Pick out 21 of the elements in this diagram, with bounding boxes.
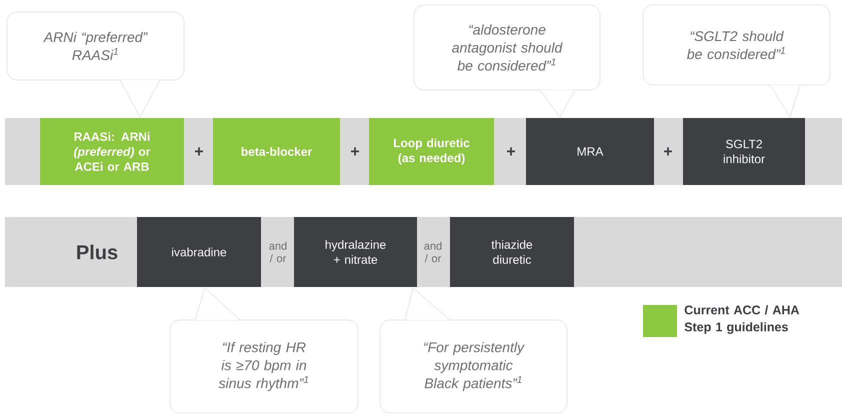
speech-bubble: “If resting HR is ≥70 bpm in sinus rhythm”$^{1}$	[170, 288, 358, 414]
plus-sign: +	[351, 147, 360, 156]
plus-sign: +	[195, 147, 204, 156]
connector-word: and / or	[269, 242, 286, 262]
drug-box: MRA	[526, 118, 654, 185]
connector-word: and / or	[424, 242, 442, 262]
drug-box: hydralazine + nitrate	[294, 217, 417, 287]
speech-bubble: “For persistently symptomatic Black patients”$^{1}$	[380, 288, 568, 414]
speech-bubble: “aldosterone antagonist should be considered”$^{1}$	[414, 4, 600, 118]
row-heading: Plus	[77, 244, 118, 260]
legend-text: Current ACC / AHA Step 1 guidelines	[684, 305, 800, 334]
speech-bubble: ARNi “preferred” RAASi$^{1}$	[6, 12, 184, 118]
drug-box: Loop diuretic (as needed)	[369, 118, 494, 185]
drug-box: SGLT2 inhibitor	[683, 118, 805, 185]
speech-bubble: “SGLT2 should be considered”$^{1}$	[642, 4, 830, 118]
plus-sign: +	[664, 147, 672, 156]
drug-box: thiazide diuretic	[450, 217, 574, 287]
plus-sign: +	[507, 147, 516, 156]
drug-box: beta-blocker	[213, 118, 340, 185]
drug-box: RAASi: ARNi (preferred) or ACEi or ARB	[40, 118, 184, 185]
drug-box: ivabradine	[137, 217, 261, 287]
